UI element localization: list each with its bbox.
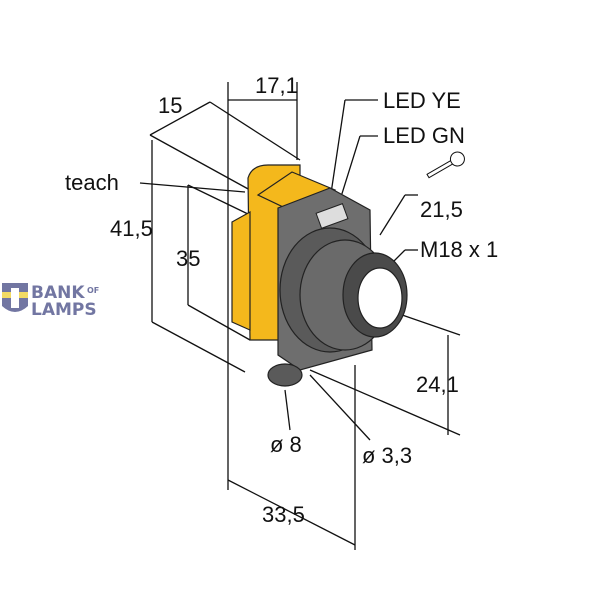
label-wrench-size: 21,5: [420, 197, 463, 222]
label-height-total: 41,5: [110, 216, 153, 241]
logo-of: OF: [87, 286, 99, 295]
label-thread: M18 x 1: [420, 237, 498, 262]
label-lens-height: 24,1: [416, 372, 459, 397]
label-teach: teach: [65, 170, 119, 195]
logo-lamps: LAMPS: [31, 300, 97, 320]
wrench-icon: [426, 151, 465, 179]
label-hole-dia: ø 3,3: [362, 443, 412, 468]
label-height-body: 35: [176, 246, 200, 271]
label-width-bottom: 33,5: [262, 502, 305, 527]
dimension-lines: [139, 82, 461, 550]
label-cable-dia: ø 8: [270, 432, 302, 457]
label-led-gn: LED GN: [383, 123, 465, 148]
logo-bank: BANK: [31, 283, 85, 303]
label-width-top: 17,1: [255, 73, 298, 98]
label-led-ye: LED YE: [383, 88, 461, 113]
label-depth-top: 15: [158, 93, 182, 118]
bank-of-lamps-logo: BANK OF LAMPS: [2, 283, 99, 320]
sensor-illustration: [231, 164, 408, 387]
